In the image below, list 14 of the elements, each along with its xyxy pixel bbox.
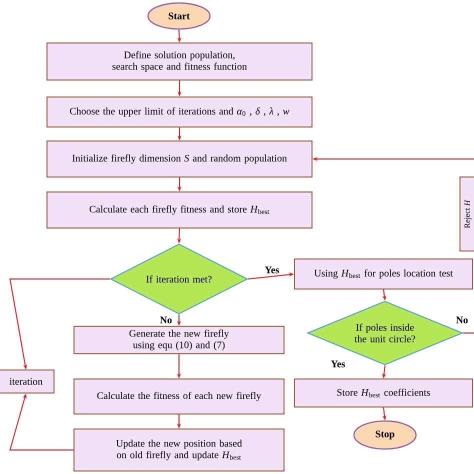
edge-label: Yes (330, 360, 346, 368)
process-box: Initialize firefly dimension S and random population (46, 140, 312, 178)
edge-label: Yes (264, 266, 280, 274)
process-box: Store H$_{best}$ coefficients (294, 378, 473, 408)
process-box: Choose the upper limit of iterations and α$_{0}$ , δ , λ , w (46, 96, 312, 128)
process-box: Using H$_{best}$ for poles location test (294, 258, 473, 290)
process-box: Reject H (460, 176, 474, 252)
edge-label: No (158, 316, 174, 324)
process-box: Define solution population, search space and fitness function (46, 42, 312, 80)
process-box: Calculate each firefly fitness and store H$_{best}$ (46, 192, 312, 228)
process-box: Update the new position based on old firefly and update H$_{best}$ (74, 428, 284, 472)
process-box: iteration (0, 370, 54, 394)
process-box: Calculate the fitness of each new firefly (74, 378, 284, 414)
process-box: Generate the new firefly using equ (10) and (7) (74, 326, 284, 354)
